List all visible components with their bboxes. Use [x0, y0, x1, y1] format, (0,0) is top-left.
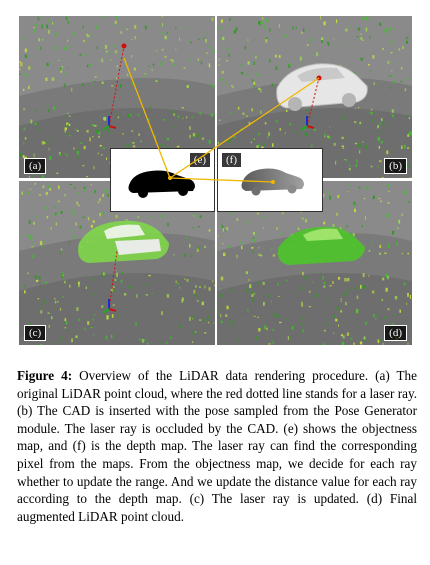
augmented-car-points	[78, 220, 169, 263]
laser-ray-line	[108, 250, 118, 310]
panel-b-label: (b)	[384, 158, 407, 174]
ray-endpoint-marker	[121, 43, 127, 49]
laser-ray-line	[108, 45, 125, 127]
panel-d-label: (d)	[384, 325, 407, 341]
map-e-objectness: (e)	[110, 148, 215, 212]
augmented-car-points	[278, 226, 365, 265]
map-f-depth: (f)	[217, 148, 323, 212]
panel-c-ray-updated: (c)	[19, 181, 215, 345]
figure-caption: Figure 4: Overview of the LiDAR data ren…	[17, 367, 417, 525]
caption-label: Figure 4:	[17, 368, 73, 383]
panel-d-final-augmented: (d)	[217, 181, 412, 345]
map-e-label: (e)	[188, 152, 211, 168]
sensor-axis-icon	[102, 116, 117, 131]
panel-a-label: (a)	[24, 158, 47, 174]
sensor-axis-icon	[102, 299, 117, 314]
caption-text: Overview of the LiDAR data rendering pro…	[17, 368, 417, 524]
figure-4: (a) (b)	[19, 16, 412, 345]
map-f-label: (f)	[221, 152, 242, 168]
ray-endpoint-marker	[316, 75, 322, 81]
panel-c-label: (c)	[24, 325, 47, 341]
